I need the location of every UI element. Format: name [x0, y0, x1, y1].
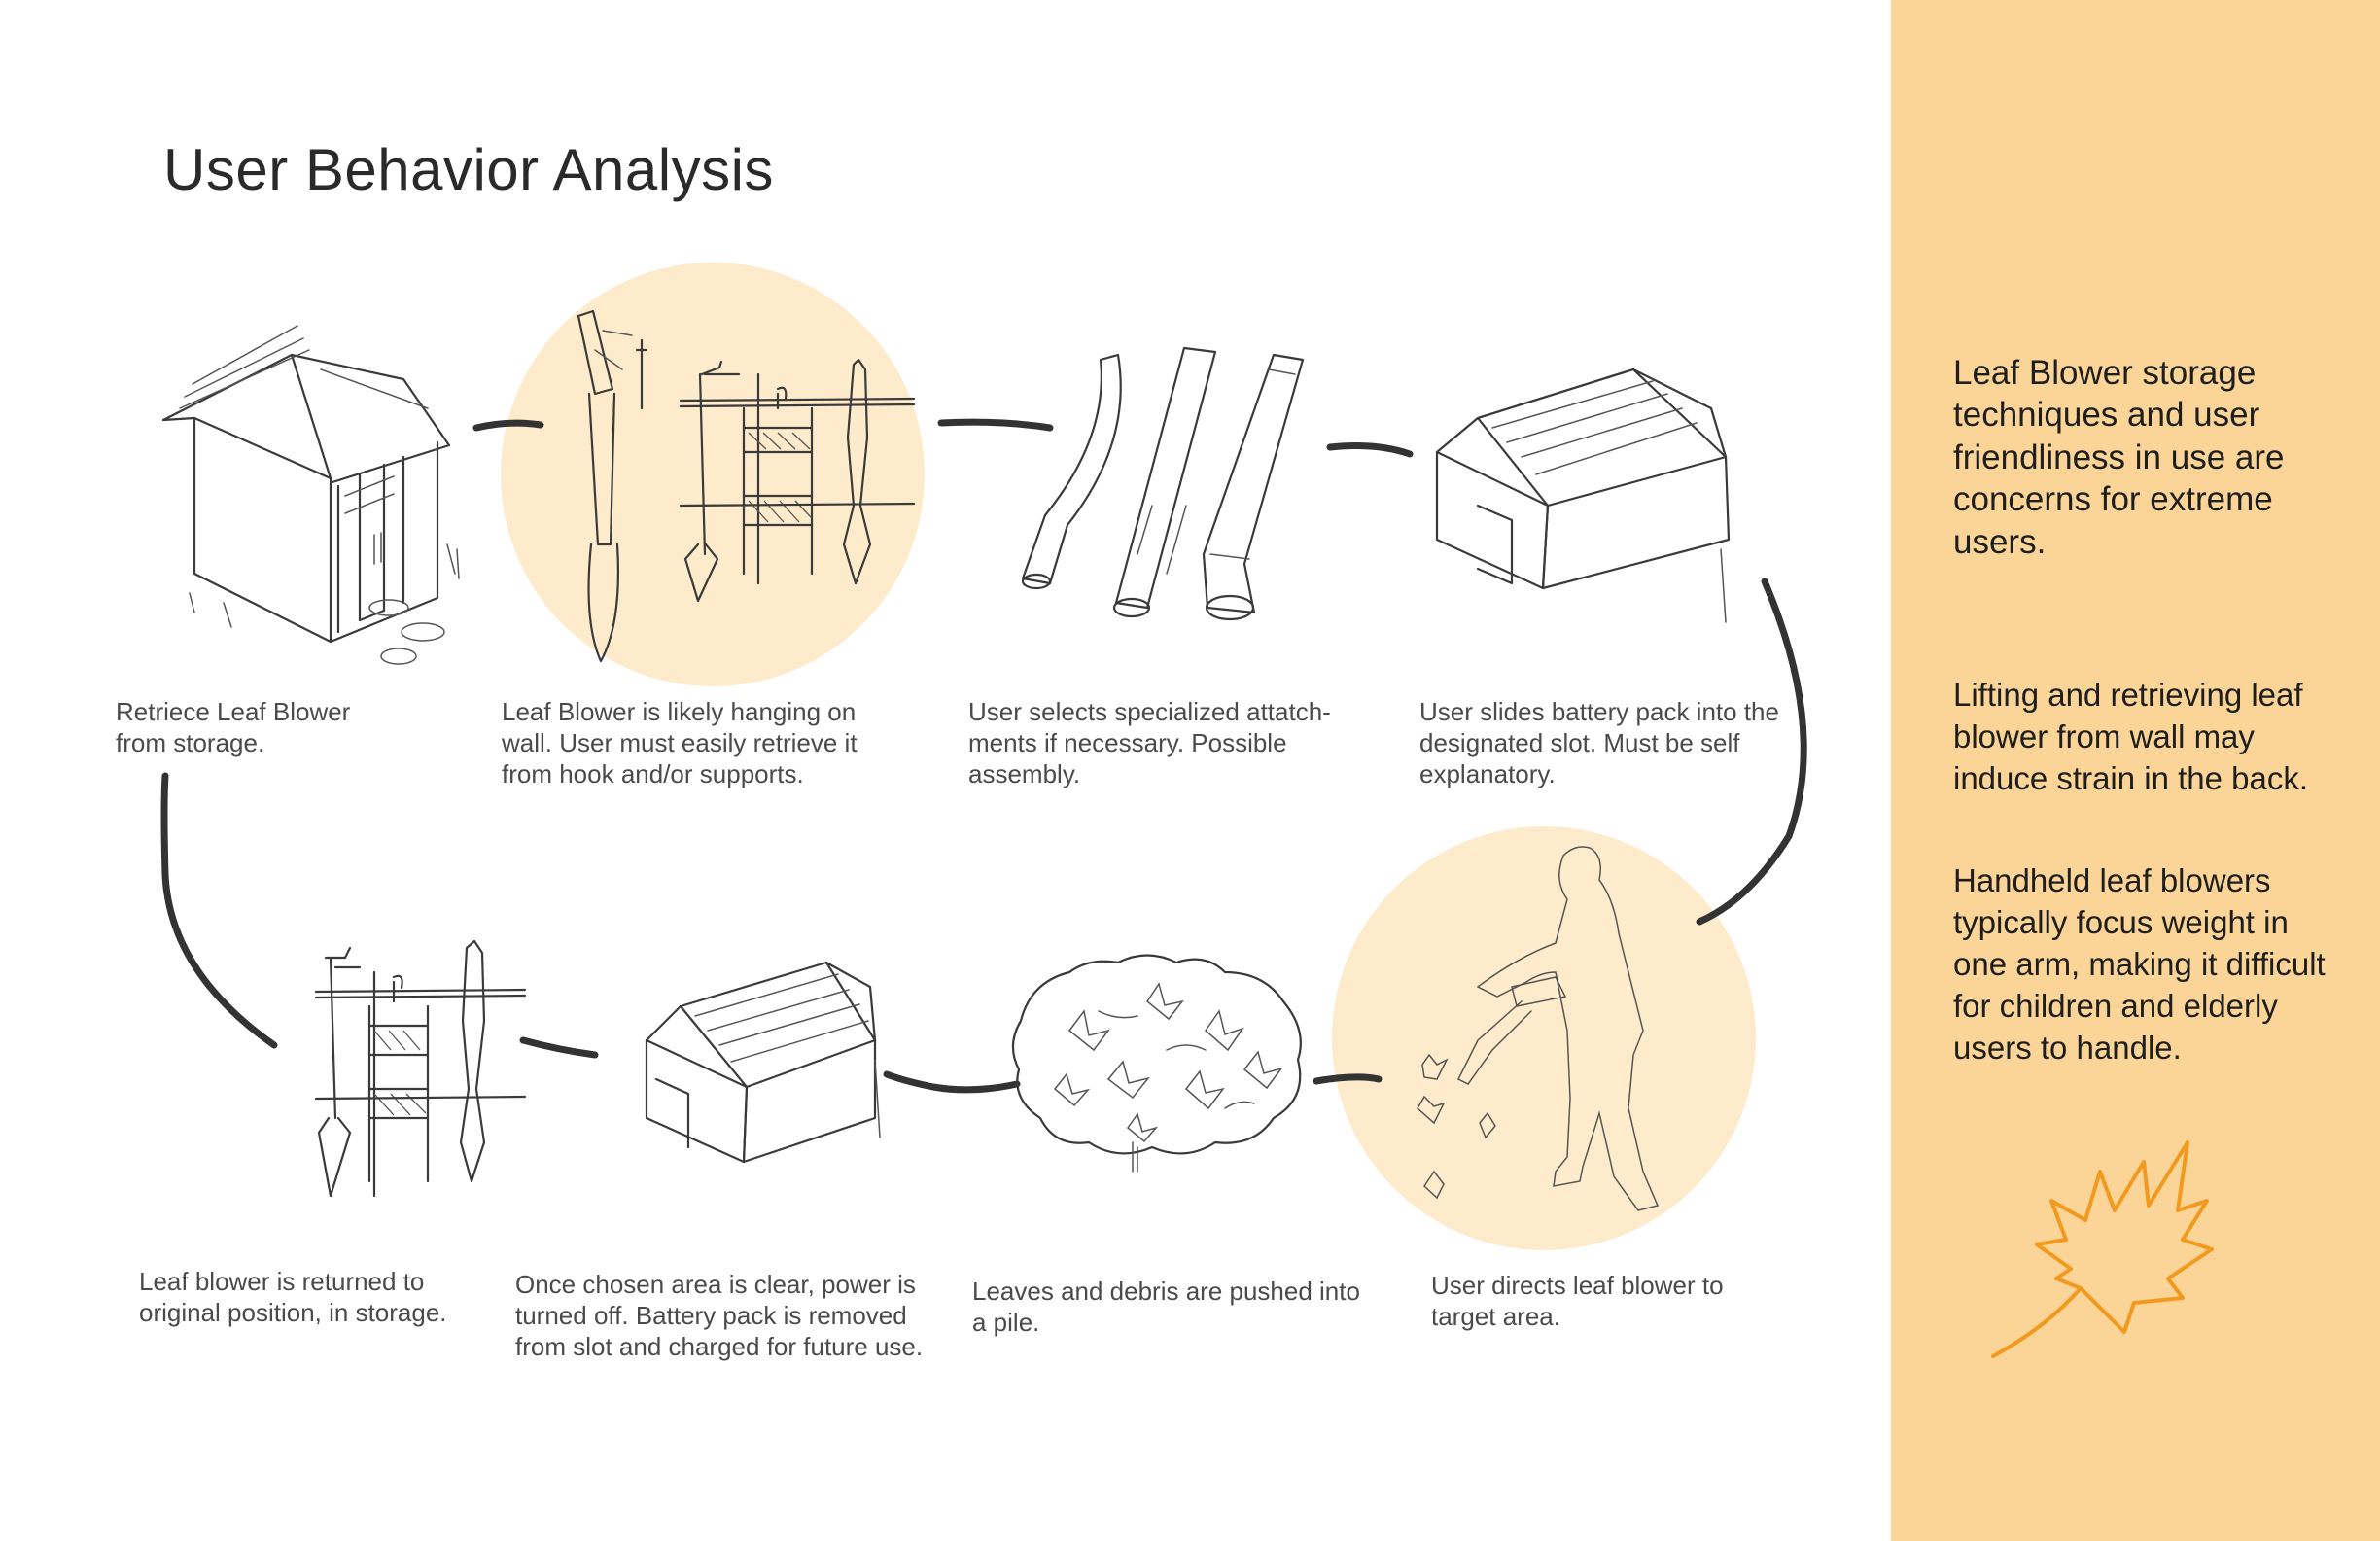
connector-2-3	[937, 418, 1054, 432]
step-caption-power-off: Once chosen area is clear, power is turn…	[515, 1270, 924, 1361]
connector-6-7	[883, 1070, 1021, 1094]
connector-3-4	[1326, 442, 1414, 458]
step-caption-attachments: User selects specialized attatch-ments i…	[968, 697, 1331, 788]
process-diagram	[160, 263, 1807, 1250]
battery-pack-icon	[1435, 368, 1731, 623]
step-caption-returned: Leaf blower is returned to original posi…	[139, 1267, 447, 1327]
insight-back-strain: Lifting and retrieving leaf blower from …	[1953, 677, 2309, 796]
person-blowing-icon	[1417, 846, 1660, 1211]
insights-panel: Leaf Blower storage techniques and user …	[1891, 0, 2380, 1541]
connector-8-1	[160, 772, 278, 1049]
leaf-pile-icon	[1011, 954, 1302, 1173]
step-caption-direct: User directs leaf blower to target area.	[1431, 1271, 1724, 1331]
step-caption-battery: User slides battery pack into the design…	[1419, 697, 1779, 788]
attachment-tubes-icon	[1021, 346, 1305, 621]
step-caption-retrieve: Retriece Leaf Blower from storage.	[116, 697, 351, 757]
wall-rack-icon	[577, 309, 916, 663]
connector-7-8	[519, 1036, 599, 1059]
insight-arm-weight: Handheld leaf blowers typically focus we…	[1953, 862, 2326, 1066]
step-caption-pile: Leaves and debris are pushed into a pile…	[972, 1277, 1360, 1337]
connector-lines	[160, 418, 1807, 1094]
maple-leaf-icon	[1991, 1140, 2214, 1358]
step-caption-hanging: Leaf Blower is likely hanging on wall. U…	[502, 697, 858, 788]
highlight-circle-person	[1332, 826, 1756, 1250]
page-title: User Behavior Analysis	[163, 137, 774, 202]
connector-5-6	[1312, 1073, 1382, 1085]
insight-lead: Leaf Blower storage techniques and user …	[1953, 354, 2285, 561]
connector-1-2	[472, 419, 544, 432]
highlight-circle-rack	[501, 263, 925, 686]
shed-icon	[161, 325, 460, 665]
connector-4-5	[1696, 578, 1807, 926]
battery-pack-icon-2	[645, 961, 881, 1164]
wall-rack-icon-2	[314, 939, 527, 1198]
